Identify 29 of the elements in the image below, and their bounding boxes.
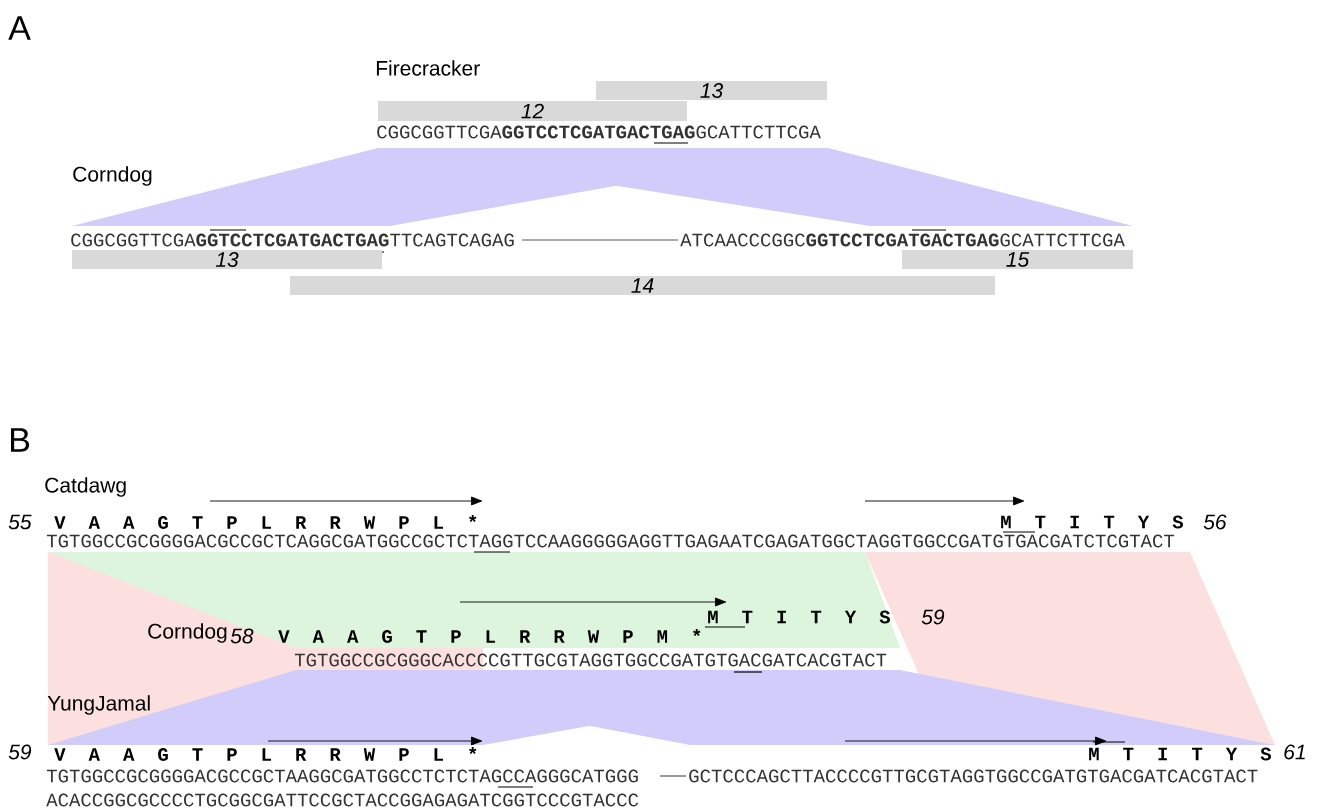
- phage-name: Catdawg: [45, 477, 126, 497]
- dna-sequence: TGTGGCCGCGGGGACGCCGCTAAGGCGATGGCCTCTCTAGCCAGGGCATGGG: [46, 769, 638, 783]
- dna-sequence: CGGCGGTTCGAGGTCCTCGATGACTGAGTTCAGTCAGAG: [71, 233, 514, 247]
- phage-name: Corndog: [148, 623, 227, 643]
- protein-sequence: M T I T Y S: [1089, 747, 1271, 761]
- dna-sequence: GCTCCCAGCTTACCCCGTTGCGTAGGTGGCCGATGTGACGATCACGTACT: [689, 769, 1258, 783]
- protein-sequence: V A A G T P L R R W P L *: [54, 515, 477, 529]
- phage-name: YungJamal: [47, 695, 150, 715]
- gene-number: 59: [8, 744, 32, 760]
- protein-sequence: V A A G T P L R R W P M *: [278, 629, 701, 643]
- protein-sequence: M T I T Y S: [1001, 515, 1183, 529]
- protein-sequence: M T I T Y S: [708, 610, 890, 624]
- gene-number: 59: [921, 609, 945, 625]
- panel-letter: B: [11, 428, 30, 452]
- gene-bar: 12: [378, 101, 687, 121]
- gene-number: 58: [230, 628, 254, 644]
- gene-bar: 13: [596, 81, 827, 100]
- gene-bar: 13: [72, 250, 382, 269]
- gene-number: 61: [1284, 744, 1305, 760]
- dna-sequence: TGTGGCCGCGGGCACCCCGTTGCGTAGGTGGCCGATGTGACGATCACGTACT: [294, 653, 887, 667]
- gene-bar: 15: [902, 250, 1133, 269]
- dna-sequence: TGTGGCCGCGGGGACGCCGCTCAGGCGATGGCCGCTCTAGGTCCAAGGGGGAGGTTGAGAATCGAGATGGCTAGGTGGCCGATGTGACGATCTCGTACT: [46, 534, 1175, 548]
- dna-sequence: ACACCGGCGCCCCTGCGGCGATTCCGCTACCGGAGAGATCGGTCCCGTACCC: [46, 793, 639, 807]
- gene-bar: 14: [290, 276, 995, 295]
- dna-sequence: CGGCGGTTCGAGGTCCTCGATGACTGAGGCATTCTTCGA: [377, 125, 821, 139]
- gene-number: 56: [1203, 514, 1227, 530]
- gene-number: 55: [8, 514, 32, 530]
- protein-sequence: V A A G T P L R R W P L *: [54, 747, 477, 761]
- panel-letter: A: [8, 16, 31, 40]
